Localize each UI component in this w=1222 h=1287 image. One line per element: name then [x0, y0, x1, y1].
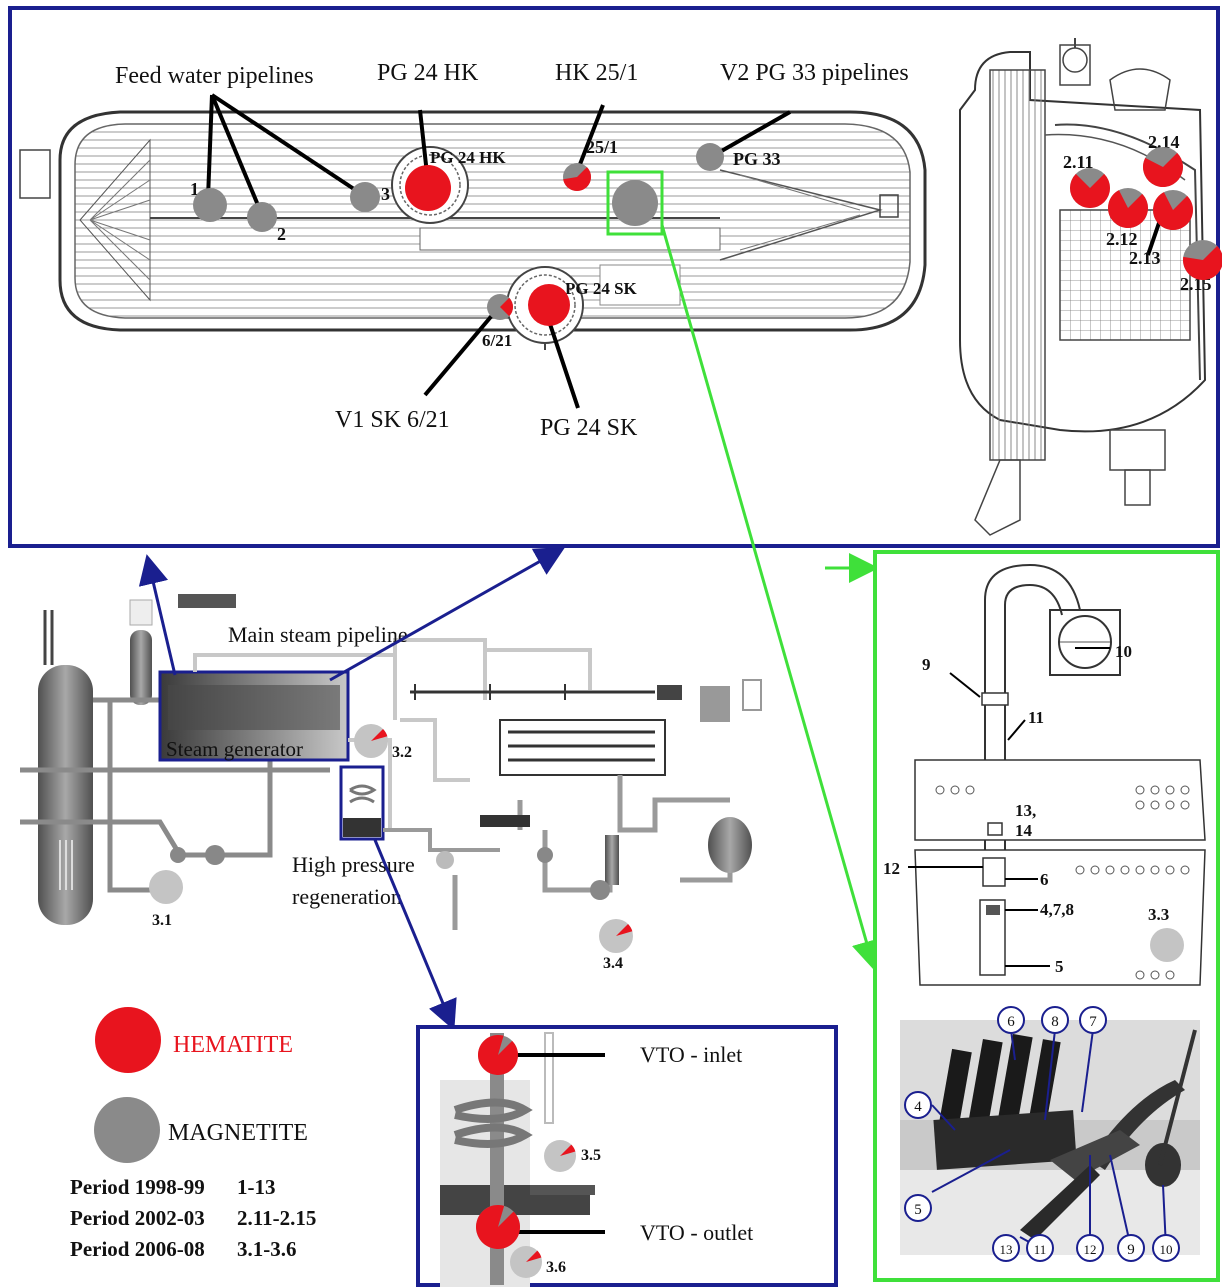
label-v2pg33: V2 PG 33 pipelines: [720, 60, 909, 86]
label-hp-line2: regeneration: [292, 884, 402, 909]
pie-pg-24-hk: [405, 165, 451, 211]
label-v1sk: V1 SK 6/21: [335, 407, 450, 433]
label-hp-line1: High pressure: [292, 852, 415, 877]
side-label-2-12: 2.12: [1106, 229, 1138, 249]
period-2-label: Period 2002-03: [70, 1206, 205, 1230]
legend-hematite-swatch: [95, 1007, 161, 1073]
photo-label-9: 9: [1127, 1242, 1135, 1258]
detail-panel: 9 10 11 12 13, 14 6 4,7,8 5 3.3: [875, 552, 1218, 1280]
draw-label-11: 11: [1028, 708, 1044, 727]
photo-label-11: 11: [1034, 1242, 1047, 1257]
period-1-range: 1-13: [237, 1175, 276, 1199]
side-label-2-13: 2.13: [1129, 248, 1161, 268]
top-panel: Feed water pipelines PG 24 HK HK 25/1 V2…: [10, 8, 1218, 546]
inner-pg33: PG 33: [733, 149, 781, 169]
label-pg24hk: PG 24 HK: [377, 60, 479, 86]
inner-251: 25/1: [586, 137, 618, 157]
label-3-4: 3.4: [603, 955, 623, 972]
inner-pg24hk: PG 24 HK: [430, 148, 506, 167]
photo-label-5: 5: [914, 1202, 922, 1218]
period-2-range: 2.11-2.15: [237, 1206, 316, 1230]
label-vto-outlet: VTO - outlet: [640, 1220, 753, 1245]
pie-pg-24-sk: [528, 284, 570, 326]
draw-label-13: 13,: [1015, 801, 1036, 820]
photo-label-7: 7: [1089, 1014, 1097, 1030]
draw-label-3-3: 3.3: [1148, 905, 1169, 924]
legend-hematite-label: HEMATITE: [173, 1032, 293, 1058]
label-main-steam: Main steam pipeline: [228, 622, 408, 647]
pie-3-3: [1150, 928, 1184, 962]
label-vto-inlet: VTO - inlet: [640, 1042, 742, 1067]
photo-label-4: 4: [914, 1099, 922, 1115]
label-steam-generator: Steam generator: [166, 737, 303, 761]
label-3-1: 3.1: [152, 912, 172, 929]
draw-label-478: 4,7,8: [1040, 900, 1074, 919]
pie-pg-33: [696, 143, 724, 171]
photo-label-10: 10: [1160, 1242, 1173, 1257]
vto-panel: VTO - inlet VTO - outlet 3.5 3.6: [418, 1027, 836, 1287]
period-1-label: Period 1998-99: [70, 1175, 205, 1199]
legend-magnetite-label: MAGNETITE: [168, 1120, 308, 1146]
draw-label-14: 14: [1015, 821, 1033, 840]
draw-label-12: 12: [883, 859, 900, 878]
legend-magnetite-swatch: [94, 1097, 160, 1163]
pie-2: [247, 202, 277, 232]
inner-621: 6/21: [482, 331, 512, 350]
period-3-label: Period 2006-08: [70, 1237, 205, 1261]
photo-label-6: 6: [1007, 1014, 1015, 1030]
label-pg24sk: PG 24 SK: [540, 415, 638, 441]
process-schematic: Main steam pipeline Steam generator High…: [20, 594, 761, 972]
label-hk251: HK 25/1: [555, 60, 638, 86]
draw-label-9: 9: [922, 655, 931, 674]
photo-label-13: 13: [1000, 1242, 1013, 1257]
pie-3-1: [149, 870, 183, 904]
label-feed-water: Feed water pipelines: [115, 63, 314, 89]
pie-zoom-point: [612, 180, 658, 226]
draw-label-6: 6: [1040, 870, 1049, 889]
inner-3: 3: [381, 184, 390, 204]
period-3-range: 3.1-3.6: [237, 1237, 297, 1261]
inner-pg24sk: PG 24 SK: [565, 279, 638, 298]
label-3-6: 3.6: [546, 1259, 566, 1276]
inner-2: 2: [277, 224, 286, 244]
pie-1: [193, 188, 227, 222]
label-3-2: 3.2: [392, 744, 412, 761]
draw-label-5: 5: [1055, 957, 1064, 976]
photo-label-12: 12: [1084, 1242, 1097, 1257]
pie-vto-outlet-hematite-slice: [476, 1205, 520, 1249]
pie-3: [350, 182, 380, 212]
draw-label-10: 10: [1115, 642, 1132, 661]
label-3-5: 3.5: [581, 1147, 601, 1164]
photo-label-8: 8: [1051, 1014, 1059, 1030]
